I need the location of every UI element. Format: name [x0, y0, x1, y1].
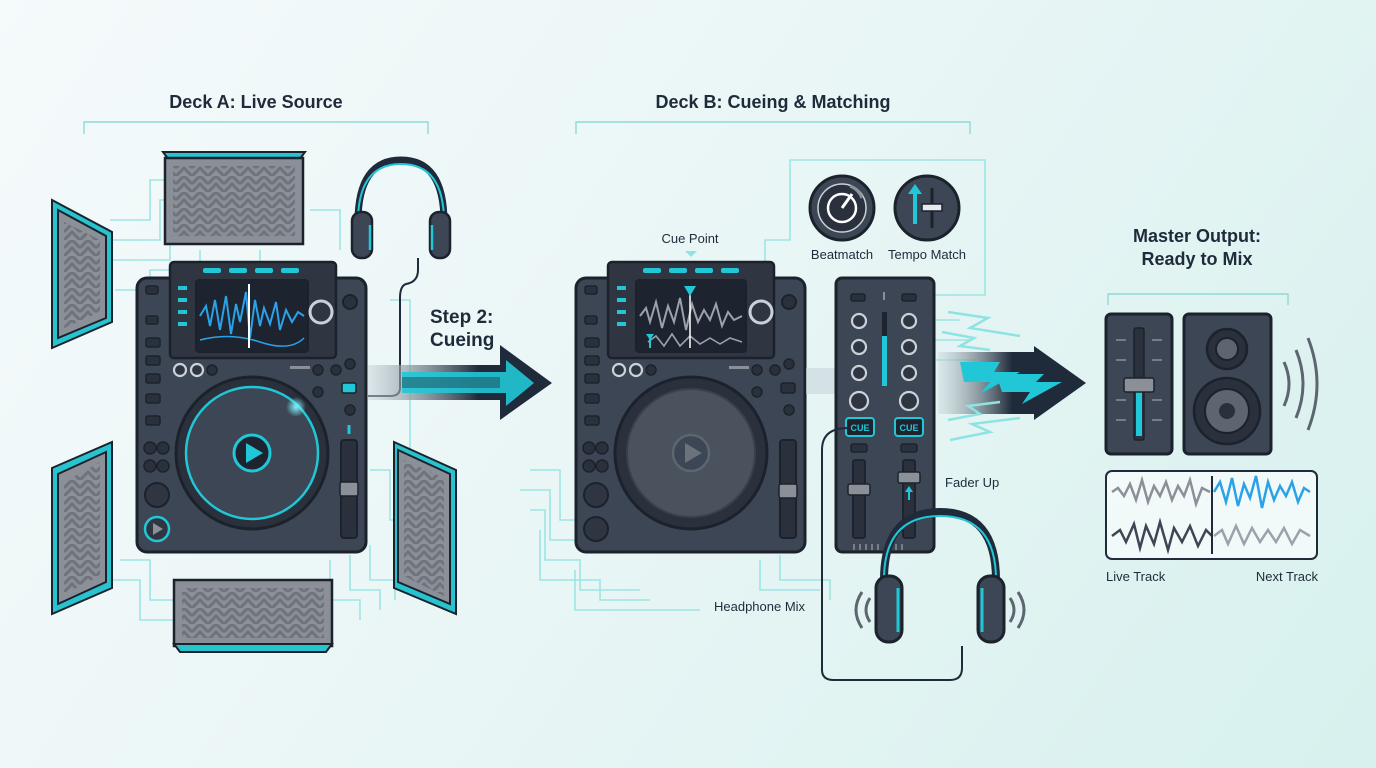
live-track-waveform [1111, 475, 1211, 509]
cue-point-marker [684, 286, 696, 296]
headphones-icon [874, 507, 1006, 644]
arrow-icon [368, 345, 552, 420]
sound-waves-icon [854, 591, 1026, 629]
deck-b-title: Deck B: Cueing & Matching [655, 92, 890, 112]
deck-b-play-button[interactable] [583, 516, 609, 542]
cue-button-a[interactable] [845, 417, 875, 437]
arrow-icon [938, 310, 1086, 442]
speaker-icon [1182, 312, 1273, 456]
deck-a-title: Deck A: Live Source [169, 92, 342, 112]
next-track-label: Next Track [1256, 569, 1319, 584]
tempo-match-label: Tempo Match [888, 247, 966, 262]
deck-b-knob[interactable] [748, 299, 774, 325]
step-2-sublabel: Cueing [430, 330, 494, 351]
cue-button-b-label: CUE [899, 423, 918, 433]
beatmatch-icon [808, 174, 876, 242]
acoustic-panel-top [161, 151, 307, 246]
master-output-subtitle: Ready to Mix [1141, 249, 1252, 269]
mixer: CUE CUE [834, 276, 936, 554]
live-track-label: Live Track [1106, 569, 1166, 584]
acoustic-panels [51, 151, 457, 653]
cue-point-label: Cue Point [661, 231, 718, 246]
beatmatch-label: Beatmatch [811, 247, 873, 262]
acoustic-panel-bottom [172, 578, 334, 653]
bracket-lines [83, 121, 1289, 305]
step-2-label: Step 2: [430, 307, 493, 328]
deck-b [574, 260, 807, 554]
channel-fader-a[interactable] [852, 459, 866, 539]
acoustic-panel-right [393, 440, 457, 616]
cue-button-b[interactable] [894, 417, 924, 437]
tempo-match-icon [893, 174, 961, 242]
cue-button-a-label: CUE [850, 423, 869, 433]
waveform-compare-panel [1105, 470, 1318, 560]
master-output-title: Master Output: [1133, 226, 1261, 246]
acoustic-panel-left-top [51, 198, 113, 350]
deck-a-knob[interactable] [308, 299, 334, 325]
headphone-mix-label: Headphone Mix [714, 599, 806, 614]
sound-waves-icon [1282, 337, 1319, 431]
deck-b-screen [635, 279, 747, 353]
master-fader[interactable] [1104, 312, 1174, 456]
deck-b-waveform [639, 297, 743, 331]
next-track-waveform [1212, 475, 1311, 509]
fader-up-label: Fader Up [945, 475, 999, 490]
headphone-cable [821, 427, 963, 681]
deck-a [135, 260, 368, 554]
acoustic-panel-left-bottom [51, 440, 113, 616]
